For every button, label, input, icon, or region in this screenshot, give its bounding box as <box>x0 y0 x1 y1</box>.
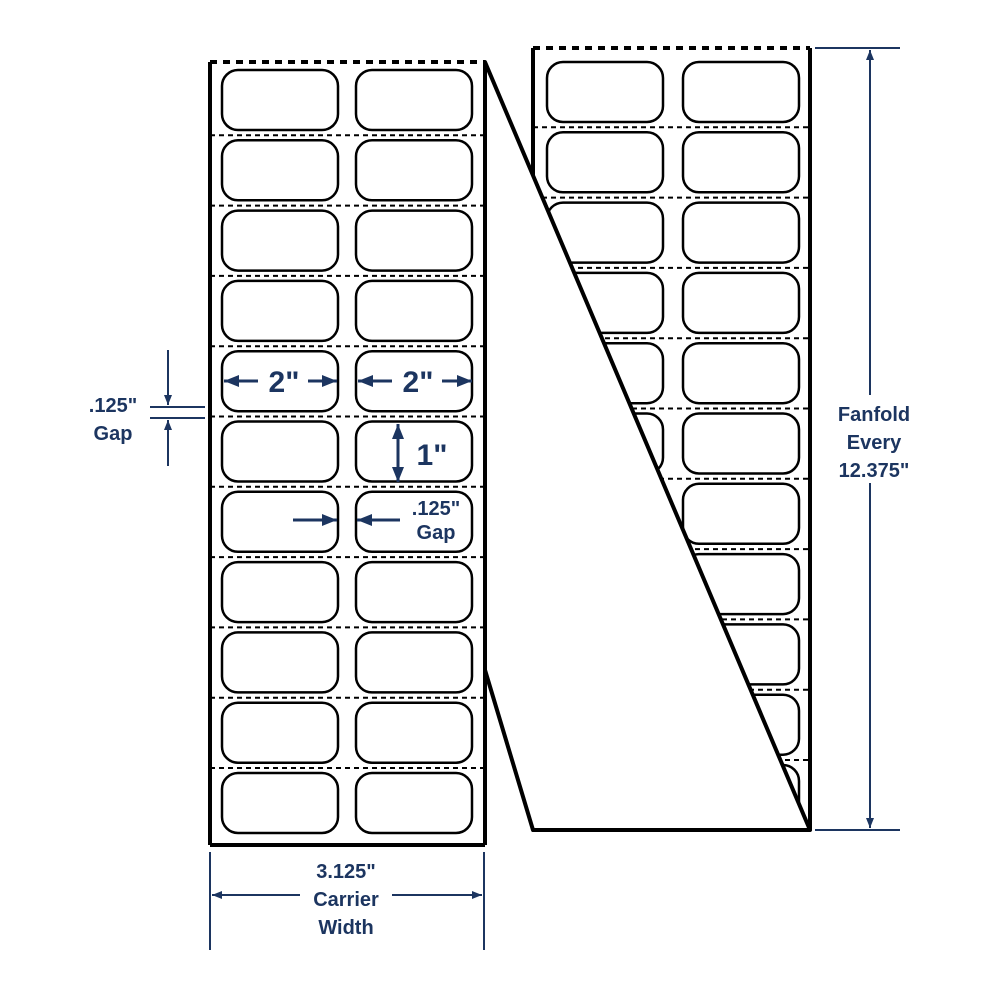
label <box>354 490 474 554</box>
carrier-line2: Carrier <box>313 889 379 911</box>
label <box>220 209 340 272</box>
label <box>354 560 474 624</box>
label <box>220 490 340 554</box>
label <box>220 631 340 694</box>
dimensions <box>150 47 900 950</box>
label <box>220 349 340 413</box>
label <box>220 420 340 483</box>
row-gap-value: .125" <box>89 395 137 417</box>
label <box>681 131 801 194</box>
fanfold-label-bg <box>828 395 920 483</box>
label <box>354 279 474 343</box>
label <box>354 209 474 272</box>
label <box>681 201 801 264</box>
carrier-line3: Width <box>318 917 373 939</box>
fanfold-line2: Every <box>847 432 902 454</box>
row-gap-word: Gap <box>94 423 133 445</box>
label <box>220 139 340 202</box>
label <box>220 560 340 624</box>
label <box>681 482 801 546</box>
label <box>545 131 665 194</box>
label <box>354 631 474 694</box>
carrier-value: 3.125" <box>316 861 376 883</box>
label <box>681 271 801 335</box>
label-width-dimension-2: 2" <box>403 366 434 399</box>
label-height-dimension: 1" <box>417 439 448 472</box>
label <box>354 420 474 483</box>
fanfold-line1: Fanfold <box>838 404 910 426</box>
label <box>220 279 340 343</box>
column-gap-value: .125" <box>412 498 460 520</box>
label <box>681 412 801 475</box>
label <box>354 701 474 764</box>
label <box>545 60 665 124</box>
label-width-dimension: 2" <box>269 366 300 399</box>
label <box>354 68 474 132</box>
fanfold-value: 12.375" <box>839 460 910 482</box>
column-gap-word: Gap <box>417 522 456 544</box>
label <box>220 771 340 835</box>
label <box>354 139 474 202</box>
label <box>220 701 340 764</box>
label <box>681 341 801 405</box>
label <box>220 68 340 132</box>
label <box>681 60 801 124</box>
label <box>354 771 474 835</box>
left-strip <box>208 60 487 847</box>
